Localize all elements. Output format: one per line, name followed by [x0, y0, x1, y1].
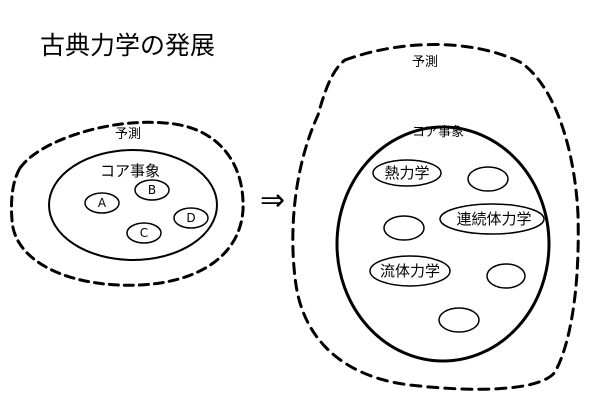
field-thermodynamics: 熱力学 [372, 159, 442, 187]
event-d-label: D [186, 211, 195, 225]
field-fluid-mechanics: 流体力学 [369, 255, 451, 287]
field-continuum-mechanics: 連続体力学 [439, 203, 545, 235]
event-d: D [173, 207, 209, 229]
event-a-label: A [98, 196, 107, 210]
unlabeled-field [383, 215, 425, 241]
unlabeled-field [467, 166, 509, 192]
left-prediction-boundary [10, 120, 245, 287]
diagram-title: 古典力学の発展 [40, 31, 215, 60]
field-thermodynamics-label: 熱力学 [384, 164, 429, 182]
event-a: A [84, 192, 120, 214]
right-prediction-boundary [291, 43, 580, 391]
field-fluid-mechanics-label: 流体力学 [380, 262, 440, 280]
event-c: C [126, 222, 162, 244]
right-prediction-label: 予測 [412, 55, 438, 70]
right-core-events-label: コア事象 [412, 125, 464, 140]
unlabeled-field [486, 263, 526, 289]
field-continuum-mechanics-label: 連続体力学 [456, 210, 531, 228]
unlabeled-field [438, 307, 480, 333]
event-b: B [134, 179, 170, 201]
event-c-label: C [140, 226, 148, 240]
left-prediction-label: 予測 [115, 127, 141, 142]
event-b-label: B [148, 183, 156, 197]
left-core-events-ellipse [48, 149, 218, 261]
right-core-events-ellipse [335, 125, 551, 363]
development-arrow: ⇒ [260, 183, 285, 218]
left-core-events-label: コア事象 [100, 162, 160, 180]
